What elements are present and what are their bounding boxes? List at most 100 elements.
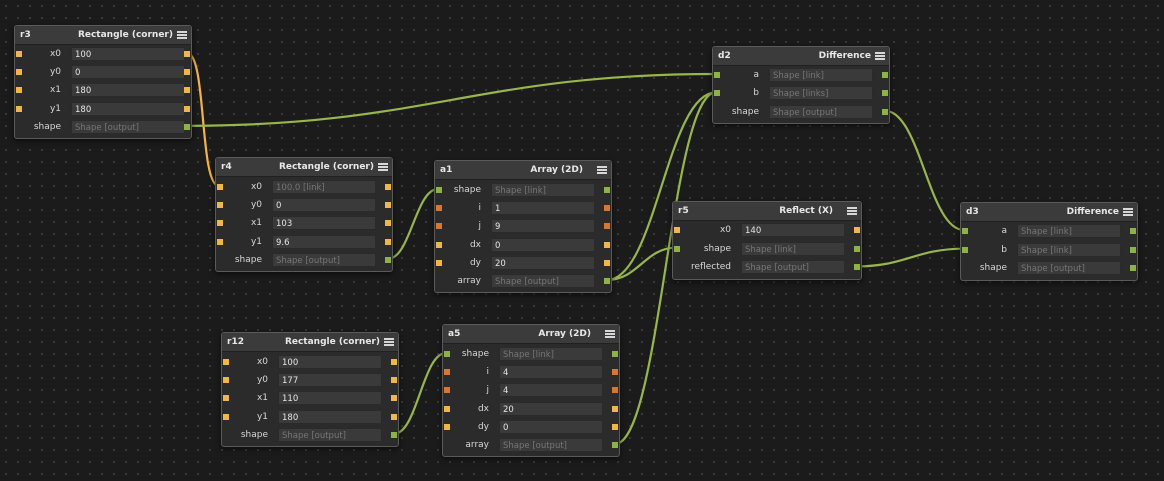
input-port-j[interactable] <box>436 223 442 230</box>
output-port-x0[interactable] <box>184 51 190 57</box>
output-port-x0[interactable] <box>385 184 391 190</box>
output-port-a[interactable] <box>1130 228 1136 234</box>
node-menu-icon[interactable] <box>177 31 187 39</box>
output-port-y0[interactable] <box>385 202 391 209</box>
input-port-dx[interactable] <box>444 405 450 412</box>
param-value-field[interactable]: 140 <box>741 223 845 237</box>
param-value-field[interactable]: 0 <box>71 65 185 80</box>
input-port-a[interactable] <box>962 228 968 234</box>
input-port-x0[interactable] <box>16 51 22 57</box>
node-menu-icon[interactable] <box>847 207 857 215</box>
param-value-field[interactable]: Shape [link] <box>741 241 845 256</box>
node-menu-icon[interactable] <box>1123 208 1133 216</box>
output-port-shape[interactable] <box>1130 265 1136 272</box>
output-port-shape[interactable] <box>612 351 618 357</box>
node-menu-icon[interactable] <box>597 166 607 174</box>
output-port-a[interactable] <box>882 72 888 78</box>
param-value-field[interactable]: 180 <box>71 101 185 116</box>
output-port-y1[interactable] <box>184 105 190 112</box>
input-port-x0[interactable] <box>223 359 229 365</box>
param-value-field[interactable]: 1 <box>491 201 595 216</box>
input-port-dy[interactable] <box>436 259 442 266</box>
output-port-y0[interactable] <box>184 69 190 76</box>
param-value-field[interactable]: 110 <box>278 391 382 406</box>
node-menu-icon[interactable] <box>875 52 885 60</box>
output-port-shape[interactable] <box>184 123 190 130</box>
param-value-field[interactable]: 100 <box>71 47 185 61</box>
output-port-shape[interactable] <box>385 256 391 263</box>
param-value-field[interactable]: 0 <box>499 419 603 434</box>
output-port-dy[interactable] <box>604 259 610 266</box>
output-port-dx[interactable] <box>612 405 618 412</box>
output-port-shape[interactable] <box>882 108 888 115</box>
input-port-x0[interactable] <box>674 227 680 233</box>
param-value-field[interactable]: Shape [output] <box>71 119 185 134</box>
input-port-y1[interactable] <box>217 238 223 245</box>
output-port-b[interactable] <box>1130 246 1136 253</box>
output-port-x1[interactable] <box>385 220 391 227</box>
param-value-field[interactable]: Shape [link] <box>1017 224 1121 238</box>
param-value-field[interactable]: Shape [output] <box>1017 261 1121 276</box>
input-port-x1[interactable] <box>16 87 22 94</box>
input-port-i[interactable] <box>444 369 450 376</box>
param-value-field[interactable]: 0 <box>272 198 376 213</box>
param-value-field[interactable]: Shape [output] <box>491 274 595 288</box>
input-port-x0[interactable] <box>217 184 223 190</box>
output-port-b[interactable] <box>882 90 888 97</box>
output-port-j[interactable] <box>604 223 610 230</box>
output-port-shape[interactable] <box>604 187 610 193</box>
param-value-field[interactable]: 9 <box>491 219 595 234</box>
param-value-field[interactable]: 180 <box>71 83 185 98</box>
input-port-i[interactable] <box>436 205 442 212</box>
input-port-a[interactable] <box>714 72 720 78</box>
output-port-shape[interactable] <box>854 245 860 252</box>
output-port-y1[interactable] <box>385 238 391 245</box>
param-value-field[interactable]: 0 <box>491 237 595 252</box>
output-port-i[interactable] <box>604 205 610 212</box>
param-value-field[interactable]: Shape [link] <box>769 68 873 82</box>
node-menu-icon[interactable] <box>384 338 394 346</box>
input-port-x1[interactable] <box>223 395 229 402</box>
param-value-field[interactable]: 4 <box>499 383 603 398</box>
input-port-y1[interactable] <box>223 413 229 420</box>
param-value-field[interactable]: Shape [output] <box>741 260 845 275</box>
output-port-x1[interactable] <box>184 87 190 94</box>
input-port-dx[interactable] <box>436 241 442 248</box>
output-port-y1[interactable] <box>391 413 397 420</box>
input-port-y0[interactable] <box>16 69 22 76</box>
input-port-y0[interactable] <box>217 202 223 209</box>
output-port-j[interactable] <box>612 387 618 394</box>
param-value-field[interactable]: Shape [output] <box>272 252 376 267</box>
input-port-b[interactable] <box>962 246 968 253</box>
param-value-field[interactable]: Shape [output] <box>499 438 603 452</box>
param-value-field[interactable]: 177 <box>278 373 382 388</box>
param-value-field[interactable]: 20 <box>491 255 595 270</box>
input-port-y1[interactable] <box>16 105 22 112</box>
param-value-field[interactable]: Shape [output] <box>769 104 873 119</box>
param-value-field[interactable]: 100 <box>278 355 382 369</box>
output-port-reflected[interactable] <box>854 264 860 271</box>
node-menu-icon[interactable] <box>378 163 388 171</box>
param-value-field[interactable]: 100.0 [link] <box>272 180 376 194</box>
input-port-j[interactable] <box>444 387 450 394</box>
input-port-shape[interactable] <box>444 351 450 357</box>
input-port-x1[interactable] <box>217 220 223 227</box>
input-port-shape[interactable] <box>674 245 680 252</box>
output-port-x1[interactable] <box>391 395 397 402</box>
